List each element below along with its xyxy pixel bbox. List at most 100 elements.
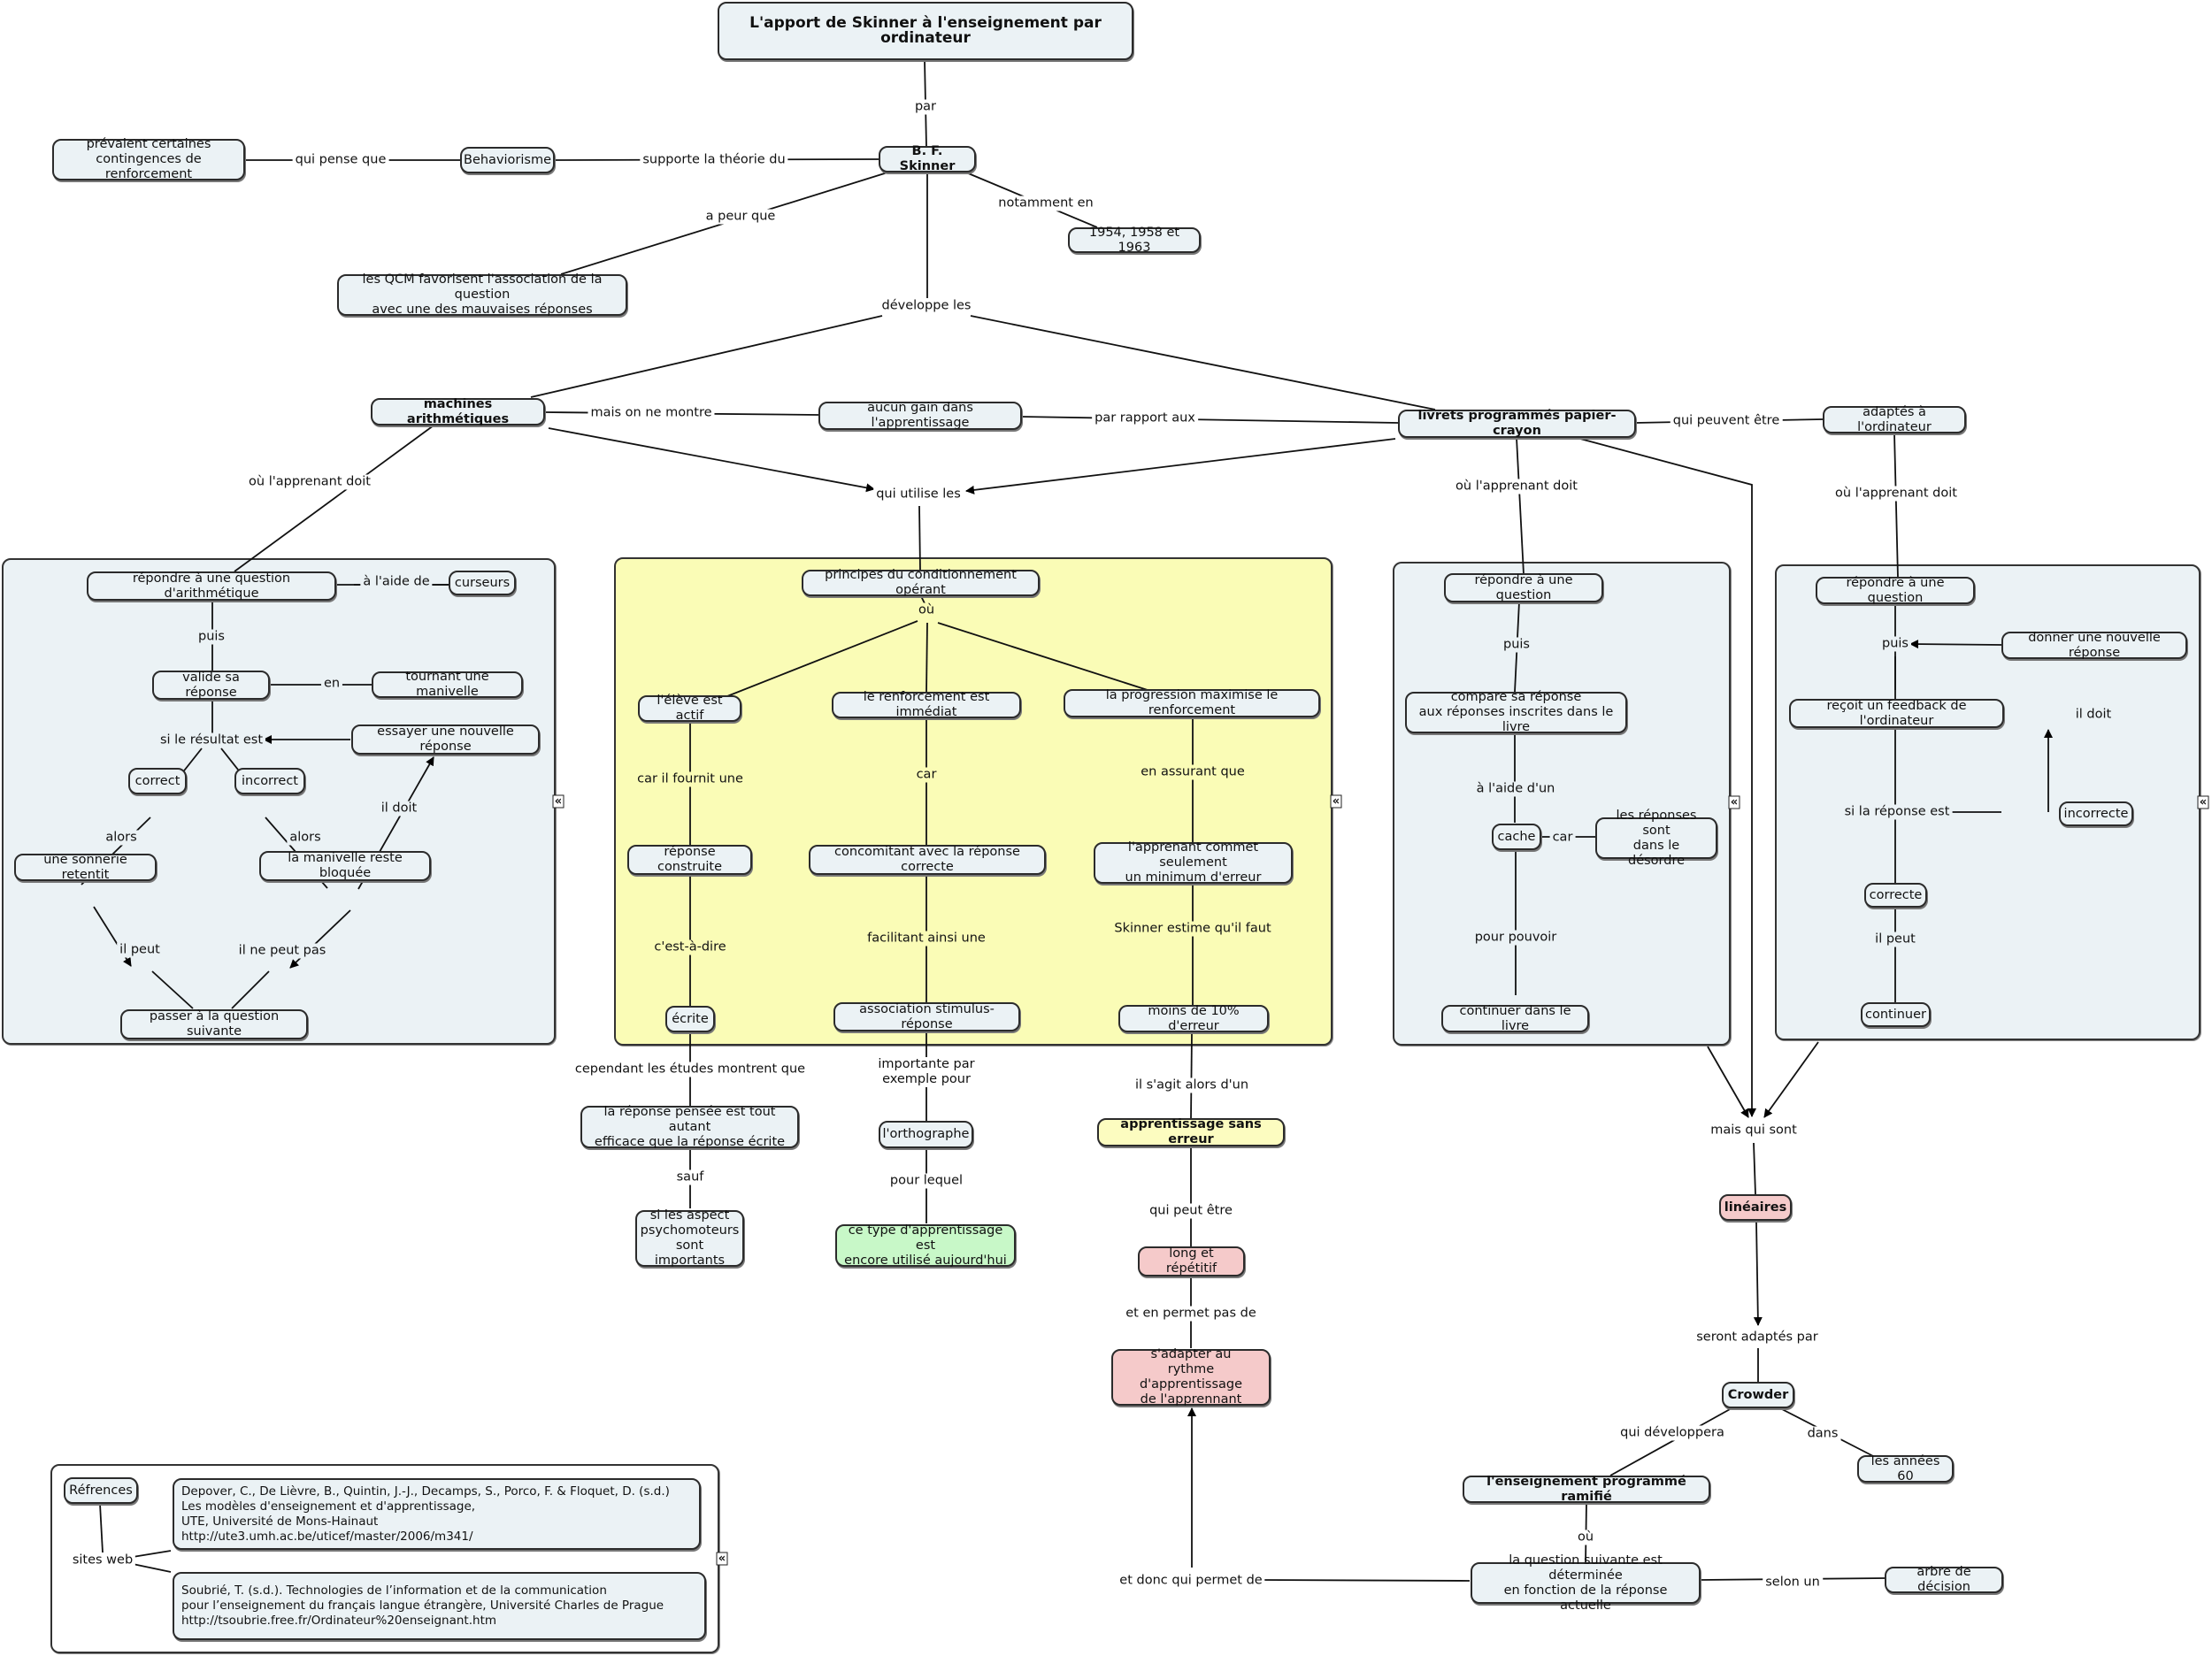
node-p-minimum[interactable]: l'apprenant commet seulement un minimum … <box>1094 840 1293 885</box>
node-b-psycho[interactable]: si les aspect psychomoteurs sont importa… <box>635 1208 744 1268</box>
node-ref-depover[interactable]: Depover, C., De Lièvre, B., Quintin, J.-… <box>173 1478 701 1550</box>
node-p-progression[interactable]: la progression maximise le renforcement <box>1064 688 1320 717</box>
node-m-manivelle[interactable]: tournant une manivelle <box>372 670 523 699</box>
node-crowder[interactable]: Crowder <box>1722 1382 1794 1408</box>
link-m-il-peut: il peut <box>117 942 163 958</box>
edge <box>234 425 434 572</box>
node-years[interactable]: 1954, 1958 et 1963 <box>1068 226 1201 255</box>
node-lineaires[interactable]: linéaires <box>1719 1194 1792 1221</box>
link-qui-developpera: qui développera <box>1617 1425 1727 1441</box>
node-b-orthographe[interactable]: l'orthographe <box>879 1121 973 1148</box>
node-m-bloquee[interactable]: la manivelle reste bloquée <box>259 851 431 881</box>
link-ou-final: où <box>1574 1530 1597 1545</box>
node-o-incorrecte[interactable]: incorrecte <box>2059 801 2133 826</box>
link-p-cest-a-dire: c'est-à-dire <box>651 939 729 955</box>
link-qui-pense: qui pense que <box>292 152 389 168</box>
node-references[interactable]: Réfrences <box>64 1477 138 1504</box>
link-m-puis: puis <box>196 629 227 645</box>
edge <box>965 438 1396 494</box>
link-o-puis: puis <box>1879 636 1911 652</box>
node-qcm[interactable]: les QCM favorisent l'association de la q… <box>337 272 627 317</box>
link-p-ou: où <box>915 602 938 618</box>
link-b-et-donc: et donc qui permet de <box>1117 1573 1265 1589</box>
node-p-construite[interactable]: réponse construite <box>627 845 752 875</box>
collapse-ordinateur-icon[interactable]: « <box>2197 795 2209 809</box>
node-livrets[interactable]: livrets programmés papier-crayon <box>1398 409 1636 438</box>
node-machines[interactable]: machines arithmétiques <box>371 397 545 426</box>
edge <box>548 427 875 493</box>
node-arbre[interactable]: arbre de décision <box>1885 1565 2003 1594</box>
node-p-principes[interactable]: principes du conditionnement opérant <box>802 568 1040 597</box>
node-m-essayer[interactable]: essayer une nouvelle réponse <box>351 724 540 755</box>
link-o-il-peut: il peut <box>1872 932 1918 947</box>
link-qui-utilise: qui utilise les <box>873 487 964 502</box>
link-p-facilitant: facilitant ainsi une <box>864 931 988 947</box>
node-m-repondre[interactable]: répondre à une question d'arithmétique <box>87 571 336 601</box>
node-skinner[interactable]: B. F. Skinner <box>879 144 976 173</box>
link-l-car: car <box>1549 830 1576 846</box>
link-p-car: car <box>913 767 940 783</box>
node-m-passer[interactable]: passer à la question suivante <box>120 1009 308 1039</box>
node-m-sonnerie[interactable]: une sonnerie retentit <box>14 853 157 882</box>
node-p-concomitant[interactable]: concomitant avec la réponse correcte <box>809 845 1046 875</box>
link-b-importante: importante par exemple pour <box>875 1057 978 1087</box>
link-b-pour-lequel: pour lequel <box>887 1173 966 1189</box>
node-ramifie[interactable]: l'enseignement programmé ramifié <box>1463 1475 1710 1504</box>
node-l-desordre[interactable]: les réponses sont dans le désordre <box>1595 809 1717 868</box>
node-b-sans-erreur[interactable]: apprentissage sans erreur <box>1097 1117 1285 1146</box>
node-l-compare[interactable]: compare sa réponse aux réponses inscrite… <box>1405 690 1627 734</box>
link-p-car-fournit: car il fournit une <box>634 771 746 787</box>
node-l-repondre[interactable]: répondre à une question <box>1444 573 1603 602</box>
node-p-ecrite[interactable]: écrite <box>665 1006 715 1032</box>
node-m-curseurs[interactable]: curseurs <box>449 571 516 595</box>
node-prevalent[interactable]: prévalent certaines contingences de renf… <box>52 137 245 181</box>
link-b-sagit: il s'agit alors d'un <box>1132 1077 1252 1093</box>
node-l-cache[interactable]: cache <box>1492 824 1541 850</box>
node-b-long[interactable]: long et répétitif <box>1138 1246 1245 1276</box>
node-o-donner[interactable]: donner une nouvelle réponse <box>2001 631 2187 660</box>
link-developpe: développe les <box>879 298 974 314</box>
link-mais-on-ne-montre: mais on ne montre <box>588 405 715 421</box>
node-question-suivante[interactable]: la question suivante est déterminée en f… <box>1471 1553 1701 1613</box>
node-p-association[interactable]: association stimulus-réponse <box>833 1002 1020 1031</box>
edge <box>530 315 883 398</box>
link-b-qui-peut: qui peut être <box>1147 1203 1235 1219</box>
link-notamment: notamment en <box>995 196 1096 211</box>
node-o-feedback[interactable]: reçoit un feedback de l'ordinateur <box>1789 699 2004 728</box>
principles-panel <box>614 557 1333 1046</box>
node-ref-soubrie[interactable]: Soubrié, T. (s.d.). Technologies de l’in… <box>173 1572 706 1640</box>
node-b-ce-type[interactable]: ce type d'apprentissage est encore utili… <box>835 1223 1016 1268</box>
collapse-principles-icon[interactable]: « <box>1330 794 1342 809</box>
node-p-immediat[interactable]: le renforcement est immédiat <box>832 690 1021 719</box>
link-p-estime: Skinner estime qu'il faut <box>1111 921 1274 937</box>
node-l-continuer[interactable]: continuer dans le livre <box>1441 1004 1589 1033</box>
link-l-puis: puis <box>1501 637 1532 653</box>
edge <box>1893 433 1899 579</box>
link-supporte: supporte la théorie du <box>640 152 788 168</box>
node-m-valide[interactable]: valide sa réponse <box>152 671 270 700</box>
collapse-machines-icon[interactable]: « <box>552 794 565 809</box>
link-m-il-doit: il doit <box>378 801 420 816</box>
collapse-references-icon[interactable]: « <box>716 1552 728 1566</box>
node-aucun-gain[interactable]: aucun gain dans l'apprentissage <box>818 401 1022 430</box>
edge <box>1753 1222 1763 1326</box>
edge <box>1763 1041 1819 1118</box>
node-o-correcte[interactable]: correcte <box>1864 883 1927 908</box>
map-title[interactable]: L'apport de Skinner à l'enseignement par… <box>718 2 1133 60</box>
node-p-actif[interactable]: l'élève est actif <box>638 694 741 723</box>
livrets-panel <box>1393 562 1731 1046</box>
node-o-repondre[interactable]: répondre à une question <box>1816 576 1975 605</box>
collapse-livrets-icon[interactable]: « <box>1728 795 1740 809</box>
link-o-si: si la réponse est <box>1841 804 1953 820</box>
node-behaviorisme[interactable]: Behaviorisme <box>460 147 555 173</box>
node-annees-60[interactable]: les années 60 <box>1857 1454 1954 1484</box>
node-p-moins10[interactable]: moins de 10% d'erreur <box>1118 1004 1269 1033</box>
node-b-pensee[interactable]: la réponse pensée est tout autant effica… <box>580 1105 799 1149</box>
link-b-cependant: cependant les études montrent que <box>572 1062 809 1077</box>
node-o-continuer[interactable]: continuer <box>1861 1002 1931 1027</box>
node-m-correct[interactable]: correct <box>128 768 187 794</box>
node-adaptes[interactable]: adaptés à l'ordinateur <box>1823 405 1966 434</box>
link-p-assurant: en assurant que <box>1138 764 1248 780</box>
node-b-sadapter[interactable]: s'adapter au rythme d'apprentissage de l… <box>1111 1347 1271 1407</box>
node-m-incorrect[interactable]: incorrect <box>234 768 305 794</box>
